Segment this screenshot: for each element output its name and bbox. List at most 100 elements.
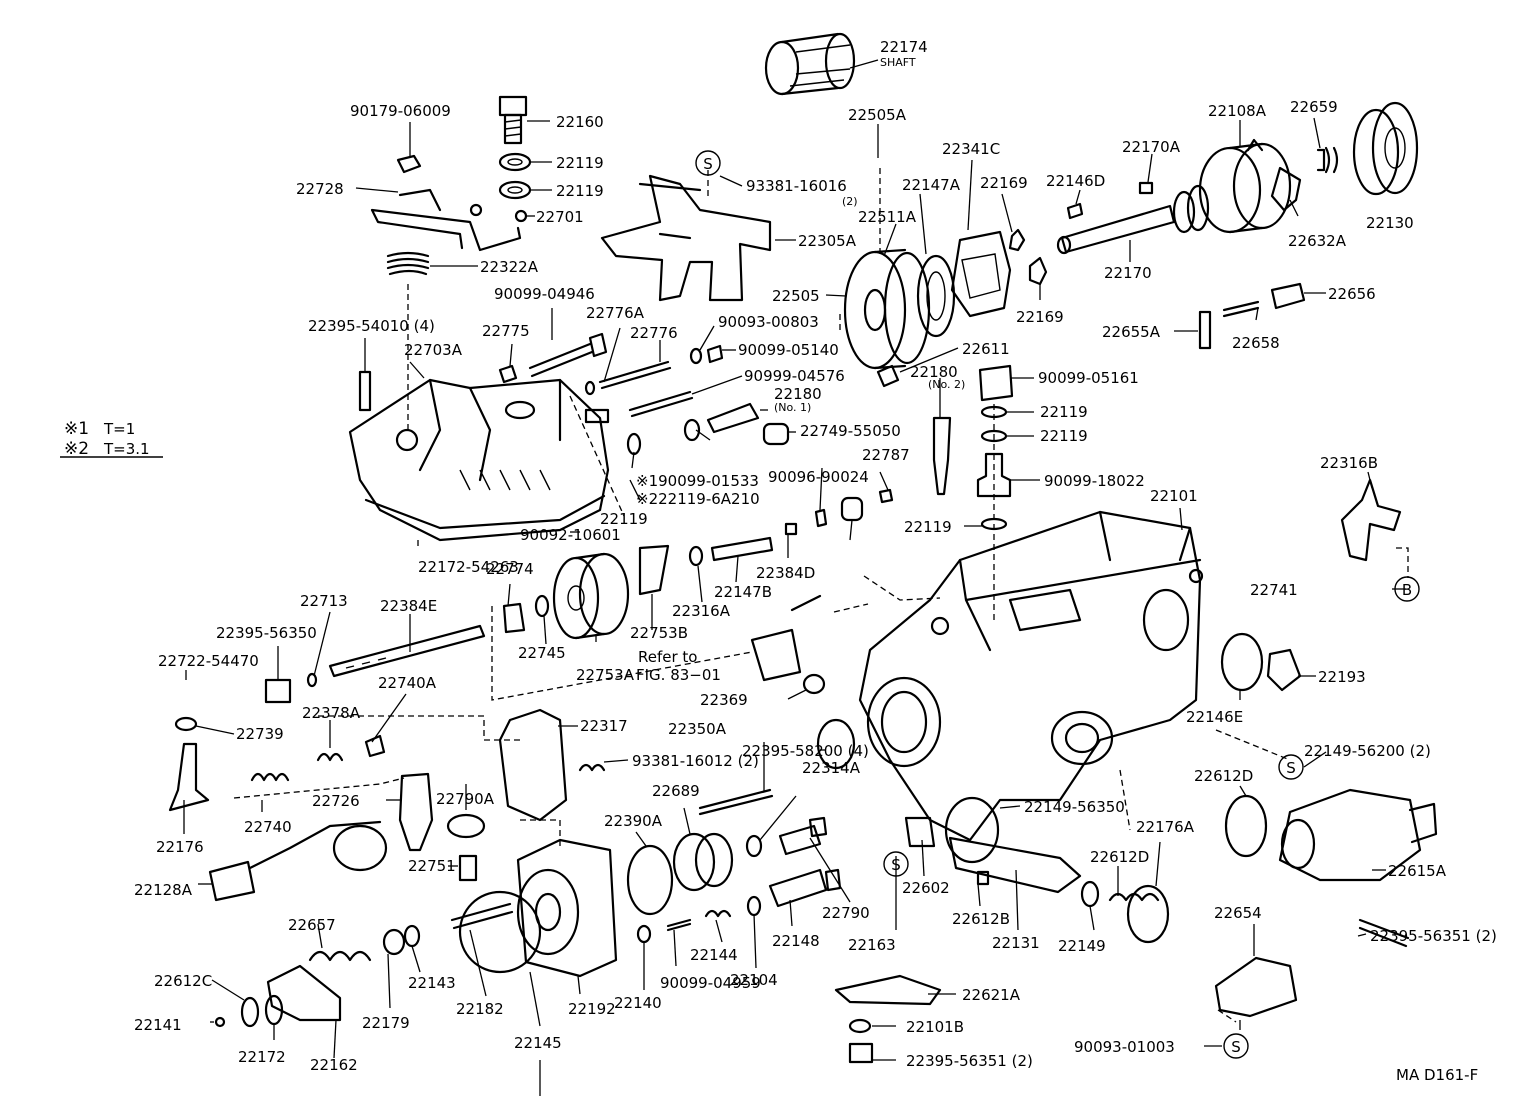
part-22713-plate bbox=[502, 602, 526, 634]
part-label: 90179-06009 bbox=[350, 102, 451, 120]
part-label: 22774 bbox=[486, 560, 534, 578]
part-labels: 2217490179-06009221602211922119227282270… bbox=[134, 38, 1497, 1074]
part-label: 22741 bbox=[1250, 581, 1298, 599]
part-22395-58200-bolt bbox=[698, 788, 774, 816]
part-22654-pipe bbox=[948, 836, 1082, 894]
part-label: 22612C bbox=[154, 972, 212, 990]
part-22170-drive-shaft bbox=[1056, 184, 1210, 255]
part-22722-54470-nut bbox=[264, 678, 292, 704]
part-label: 22322A bbox=[480, 258, 539, 276]
part-22160-bolt bbox=[498, 95, 528, 145]
part-label: 22689 bbox=[652, 782, 700, 800]
part-label: 22654 bbox=[1214, 904, 1262, 922]
part-label: 22140 bbox=[614, 994, 662, 1012]
part-label: 22193 bbox=[1318, 668, 1366, 686]
part-label: 22612D bbox=[1194, 767, 1253, 785]
part-label: 22316B bbox=[1320, 454, 1378, 472]
part-label: 22395-56351 (2) bbox=[906, 1052, 1033, 1070]
part-label: 22149-56200 (2) bbox=[1304, 742, 1431, 760]
part-label: 93381-16012 (2) bbox=[632, 752, 759, 770]
part-label: 90096-90024 bbox=[768, 468, 869, 486]
part-90099-18022-fitting bbox=[976, 452, 1012, 498]
circled-symbols: S B S S S bbox=[695, 150, 1420, 1059]
part-label: (No. 1) bbox=[774, 401, 811, 414]
part-90099-05140-nut bbox=[706, 344, 724, 364]
part-label: 22179 bbox=[362, 1014, 410, 1032]
part-label: 22511A bbox=[858, 208, 917, 226]
part-label: 22144 bbox=[690, 946, 738, 964]
part-22749-55050-plug bbox=[762, 422, 790, 446]
part-label: 22395-58200 (4) bbox=[742, 742, 869, 760]
part-22753b-ring bbox=[688, 545, 704, 567]
part-22176-valve-b bbox=[694, 832, 734, 888]
part-22119-washer bbox=[498, 152, 532, 172]
part-22728-bracket bbox=[370, 188, 522, 252]
part-22130-pulley bbox=[1352, 108, 1400, 196]
part-22182-shim bbox=[403, 924, 421, 948]
alignment-lines bbox=[233, 168, 1409, 1023]
part-label: ※190099-01533 bbox=[636, 472, 759, 490]
part-22657-pin bbox=[976, 870, 990, 886]
svg-text:S: S bbox=[703, 155, 713, 173]
part-22621a-ring bbox=[1080, 880, 1100, 908]
part-label: 22602 bbox=[902, 879, 950, 897]
part-label: 90099-04946 bbox=[494, 285, 595, 303]
part-label: 22146D bbox=[1046, 172, 1105, 190]
part-label: 22341C bbox=[942, 140, 1000, 158]
part-22369-pin bbox=[364, 734, 386, 758]
part-label: 22192 bbox=[568, 1000, 616, 1018]
part-22149-washer bbox=[636, 924, 652, 944]
note-1-mark: ※1 bbox=[64, 419, 89, 439]
part-22172-54263-bracket bbox=[1340, 478, 1402, 562]
refer-line-2: FIG. 83−01 bbox=[636, 666, 721, 684]
part-label: 22182 bbox=[456, 1000, 504, 1018]
part-22101-pump-housing bbox=[858, 510, 1204, 842]
part-90093-01003-washer bbox=[848, 1018, 872, 1034]
part-22119-sleeve bbox=[584, 408, 610, 424]
part-label: 22170 bbox=[1104, 264, 1152, 282]
part-22176a-oring bbox=[626, 844, 674, 916]
part-22119-washer-hole bbox=[507, 158, 523, 166]
part-90099-04959-bolt bbox=[1358, 918, 1410, 948]
part-label: 22119 bbox=[600, 510, 648, 528]
part-label: 22174 bbox=[880, 38, 928, 56]
part-label: 22172 bbox=[238, 1048, 286, 1066]
part-22656-clip bbox=[1270, 282, 1306, 310]
part-22316a-pin bbox=[710, 536, 774, 562]
part-label: 22145 bbox=[514, 1034, 562, 1052]
part-label: 22615A bbox=[1388, 862, 1447, 880]
part-22790a-oring bbox=[1224, 794, 1268, 858]
part-22740-sensor bbox=[168, 742, 210, 812]
part-22101b-oring bbox=[458, 890, 542, 974]
part-22130-pulley-hub bbox=[1384, 127, 1406, 169]
part-22611-cap bbox=[876, 364, 900, 388]
part-90999-04576-screw bbox=[628, 390, 694, 418]
part-label: 22611 bbox=[962, 340, 1010, 358]
part-label: 22751 bbox=[408, 857, 456, 875]
part-22658-pin bbox=[1222, 300, 1260, 318]
part-22505-flange bbox=[843, 248, 931, 370]
part-label: 22657 bbox=[288, 916, 336, 934]
part-label: 90099-18022 bbox=[1044, 472, 1145, 490]
part-22148-spring bbox=[704, 909, 732, 918]
part-22146e-bearing bbox=[816, 718, 856, 770]
part-22147a-ring-inner bbox=[926, 271, 946, 321]
part-label: 22722-54470 bbox=[158, 652, 259, 670]
part-22144-spring bbox=[308, 950, 372, 962]
symbol-s-2: S bbox=[1278, 754, 1304, 780]
part-22703a-governor-cover bbox=[348, 378, 610, 542]
shaft-caption: SHAFT bbox=[880, 56, 916, 69]
part-22176-valve bbox=[672, 832, 716, 892]
part-label: 22119 bbox=[904, 518, 952, 536]
part-22314a-spring bbox=[578, 763, 606, 772]
part-22147a-ring bbox=[916, 254, 956, 338]
part-label: 22656 bbox=[1328, 285, 1376, 303]
part-22739-plug bbox=[1266, 648, 1302, 692]
part-90096-90024-clip bbox=[814, 508, 828, 528]
part-label: 22378A bbox=[302, 704, 361, 722]
symbol-s-1: S bbox=[695, 150, 721, 176]
part-label: 22776A bbox=[586, 304, 645, 322]
part-22170a-key bbox=[1138, 181, 1154, 195]
part-22193-connector bbox=[750, 594, 822, 682]
part-22350a-bracket bbox=[498, 708, 568, 822]
